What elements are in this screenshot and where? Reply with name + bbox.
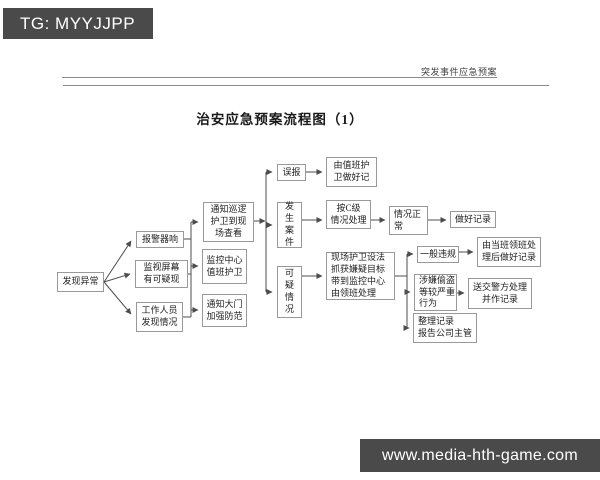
node-level-c-handling: 按C级 情况处理	[326, 200, 371, 229]
header-doc-label: 突发事件应急预案	[420, 67, 497, 77]
node-incident-occurs: 发 生 案 件	[277, 201, 302, 248]
node-hand-to-police: 送交警方处理 并作记录	[468, 278, 532, 309]
node-capture-suspect: 现场护卫设法 抓获嫌疑目标 带到监控中心 由领班处理	[326, 252, 395, 300]
node-control-center-guard: 监控中心 值班护卫	[202, 249, 247, 284]
footer-url-banner: www.media-hth-game.com	[360, 439, 600, 472]
tg-watermark-badge: TG: MYYJJPP	[3, 8, 154, 39]
header-rule-top	[62, 77, 497, 78]
node-alarm-sounds: 报警器响	[136, 231, 184, 248]
node-organize-report: 整理记录 报告公司主管	[413, 313, 477, 343]
node-suspected-theft: 涉嫌偷盗 等较严重 行为	[414, 274, 457, 311]
node-duty-guard-record: 由值班护 卫做好记	[326, 157, 377, 187]
node-general-violation: 一般违规	[417, 246, 459, 263]
node-notify-gate: 通知大门 加强防范	[202, 294, 247, 327]
page-title: 治安应急预案流程图（1）	[196, 112, 364, 127]
node-suspicious-situation: 可 疑 情 况	[277, 266, 302, 318]
node-staff-discover: 工作人员 发现情况	[136, 302, 183, 332]
node-notify-patrol: 通知巡逻 护卫到现 场查看	[203, 202, 254, 242]
node-monitor-suspicious: 监视屏幕 有可疑现	[135, 260, 188, 288]
node-situation-normal: 情况正 常	[389, 206, 428, 235]
node-make-records: 做好记录	[450, 211, 496, 228]
node-false-alarm: 误报	[277, 164, 306, 181]
node-discover-abnormal: 发现异常	[57, 272, 104, 292]
header-rule-bottom	[63, 85, 549, 86]
node-foreman-handle-record: 由当班领班处 理后做好记录	[477, 237, 541, 267]
